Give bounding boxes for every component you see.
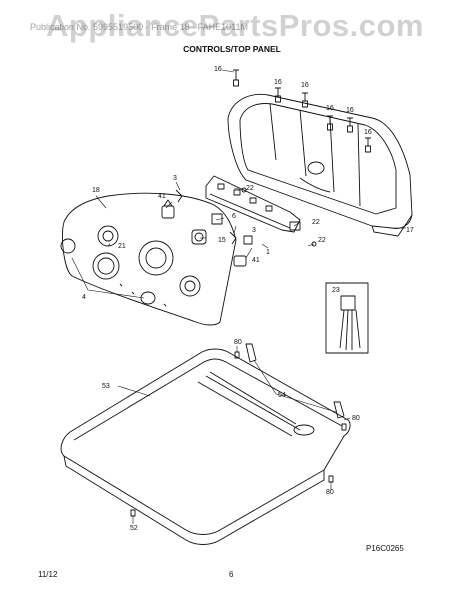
callout-21: 21 — [118, 243, 126, 250]
callout-17: 17 — [406, 227, 414, 234]
callout-80: 80 — [326, 489, 334, 496]
publication-header: Publication No. 5995519500 · Frame 18 · … — [30, 22, 248, 32]
watermark: AppliancePartsPros.com — [46, 8, 424, 43]
footer-date: 11/12 — [38, 570, 58, 579]
control-panel-overlay — [60, 192, 237, 326]
callout-22: 22 — [312, 219, 320, 226]
footer-page-number: 6 — [229, 570, 234, 579]
control-board — [205, 175, 301, 233]
callout-16: 16 — [326, 105, 334, 112]
callout-16: 16 — [346, 107, 354, 114]
callout-41: 41 — [252, 257, 260, 264]
callout-54: 54 — [278, 392, 286, 399]
wire-harness-detail-box — [325, 282, 369, 354]
callout-22: 22 — [318, 237, 326, 244]
callout-41: 41 — [158, 193, 166, 200]
callout-18: 18 — [92, 187, 100, 194]
callout-22: 22 — [246, 185, 254, 192]
callout-labels: 16 16 16 16 16 16 17 18 3 41 22 6 22 22 … — [82, 66, 414, 532]
callout-53: 53 — [102, 383, 110, 390]
diagram-title: CONTROLS/TOP PANEL — [183, 44, 281, 54]
callout-15: 15 — [218, 237, 226, 244]
callout-3: 3 — [252, 227, 256, 234]
figure-code: P16C0265 — [366, 544, 404, 553]
control-console — [227, 93, 413, 237]
panel-screws — [130, 351, 347, 517]
callout-23: 23 — [332, 287, 340, 294]
callout-52: 52 — [130, 525, 138, 532]
hinge-brackets — [245, 343, 345, 419]
leader-lines — [71, 69, 406, 524]
callout-80: 80 — [234, 339, 242, 346]
callout-16: 16 — [364, 129, 372, 136]
switch-components — [161, 187, 317, 267]
callout-6: 6 — [232, 213, 236, 220]
console-screws — [233, 69, 371, 153]
callout-16: 16 — [274, 79, 282, 86]
top-panel — [60, 348, 351, 545]
callout-16: 16 — [214, 66, 222, 73]
callout-80: 80 — [352, 415, 360, 422]
callout-4: 4 — [82, 294, 86, 301]
callout-1: 1 — [266, 249, 270, 256]
callout-16: 16 — [301, 82, 309, 89]
callout-3: 3 — [173, 175, 177, 182]
